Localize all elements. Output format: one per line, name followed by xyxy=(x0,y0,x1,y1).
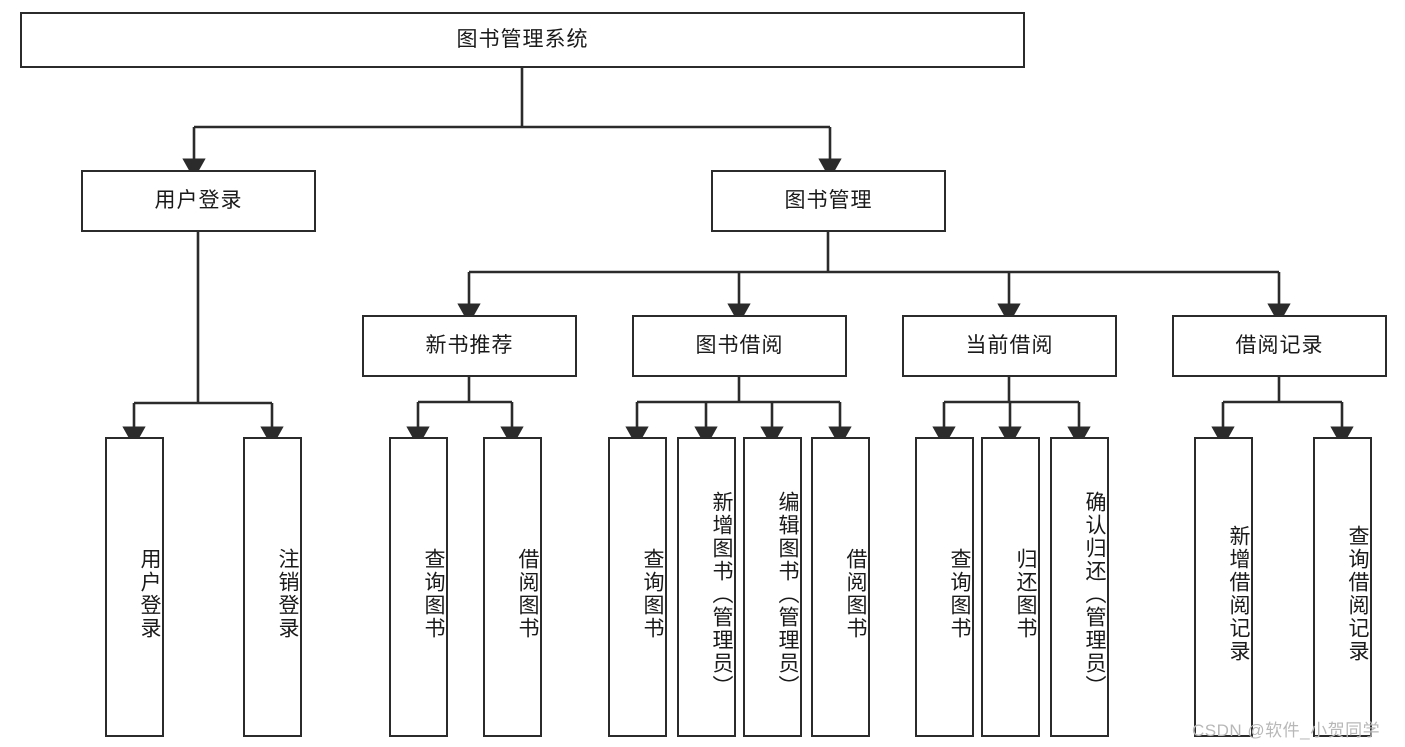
leaf-book-borrow-edit-book-admin[interactable]: 编辑图书（管理员） xyxy=(743,437,802,737)
leaf-book-borrow-add-book-admin[interactable]: 新增图书（管理员） xyxy=(677,437,736,737)
leaf-book-borrow-query-books[interactable]: 查询图书 xyxy=(608,437,667,737)
node-root-book-management-system[interactable]: 图书管理系统 xyxy=(20,12,1025,68)
leaf-borrow-record-add-record[interactable]: 新增借阅记录 xyxy=(1194,437,1253,737)
leaf-current-borrow-confirm-return-admin[interactable]: 确认归还（管理员） xyxy=(1050,437,1109,737)
leaf-borrow-record-query-record[interactable]: 查询借阅记录 xyxy=(1313,437,1372,737)
node-current-borrow[interactable]: 当前借阅 xyxy=(902,315,1117,377)
leaf-current-borrow-query-books[interactable]: 查询图书 xyxy=(915,437,974,737)
leaf-book-borrow-borrow-books[interactable]: 借阅图书 xyxy=(811,437,870,737)
leaf-new-book-borrow-books[interactable]: 借阅图书 xyxy=(483,437,542,737)
node-book-management[interactable]: 图书管理 xyxy=(711,170,946,232)
node-user-login[interactable]: 用户登录 xyxy=(81,170,316,232)
node-borrow-record[interactable]: 借阅记录 xyxy=(1172,315,1387,377)
csdn-watermark: CSDN @软件_小贺同学 xyxy=(1192,721,1381,740)
leaf-current-borrow-return-books[interactable]: 归还图书 xyxy=(981,437,1040,737)
node-book-borrow[interactable]: 图书借阅 xyxy=(632,315,847,377)
node-new-book-recommendation[interactable]: 新书推荐 xyxy=(362,315,577,377)
leaf-user-login-sign-in[interactable]: 用户登录 xyxy=(105,437,164,737)
leaf-new-book-query-books[interactable]: 查询图书 xyxy=(389,437,448,737)
leaf-user-login-sign-out[interactable]: 注销登录 xyxy=(243,437,302,737)
